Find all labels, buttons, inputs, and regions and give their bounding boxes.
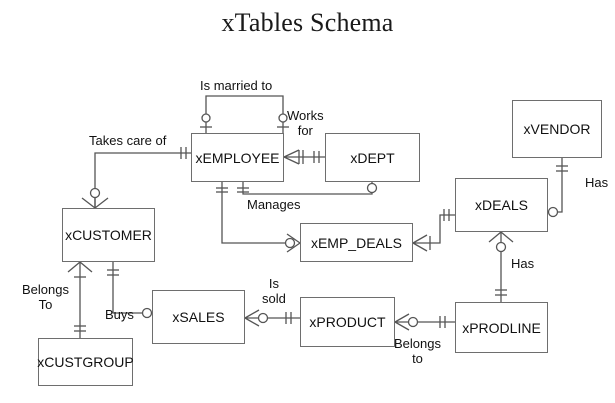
- entity-xvendor[interactable]: xVENDOR: [512, 100, 602, 158]
- line-takes-care-of: [81, 147, 191, 209]
- entity-label: xDEPT: [350, 149, 395, 166]
- line-manages: [237, 182, 378, 195]
- entity-xproduct[interactable]: xPRODUCT: [300, 297, 395, 347]
- line-has-deals-prodline: [488, 231, 514, 302]
- entity-xcustomer[interactable]: xCUSTOMER: [62, 208, 155, 262]
- entity-label: xVENDOR: [523, 121, 591, 137]
- entity-label: xEMPLOYEE: [195, 149, 280, 166]
- entity-label: xCUSTOMER: [65, 227, 152, 243]
- entity-xdeals[interactable]: xDEALS: [455, 178, 548, 232]
- entity-xemp-deals[interactable]: xEMP_DEALS: [300, 223, 413, 262]
- entity-label: xPRODUCT: [309, 314, 386, 330]
- entity-label: xSALES: [172, 309, 225, 325]
- rel-label-is-married-to: Is married to: [200, 78, 273, 93]
- rel-label-buys: Buys: [105, 307, 134, 322]
- line-belongs-to-prodline: [394, 313, 455, 331]
- line-is-married-to: [200, 95, 289, 133]
- rel-label-manages: Manages: [247, 197, 301, 212]
- entity-label: xEMP_DEALS: [310, 234, 403, 251]
- rel-label-takes-care-of: Takes care of: [89, 133, 167, 148]
- page-title: xTables Schema: [221, 8, 394, 37]
- entity-xprodline[interactable]: xPRODLINE: [455, 302, 548, 353]
- rel-label-has-deals-prodline: Has: [511, 256, 535, 271]
- entity-xcustgroup[interactable]: xCUSTGROUP: [37, 338, 134, 386]
- line-works-for: [283, 149, 325, 165]
- line-employee-emp-deals: [216, 182, 301, 253]
- entity-xdept[interactable]: xDEPT: [325, 133, 420, 182]
- entity-label: xDEALS: [475, 197, 528, 213]
- entity-label: xCUSTGROUP: [37, 354, 134, 370]
- entity-xemployee[interactable]: xEMPLOYEE: [191, 133, 284, 182]
- rel-label-has-vendor-deals: Has: [585, 175, 609, 190]
- entity-xsales[interactable]: xSALES: [152, 290, 245, 344]
- line-emp-deals-deals: [412, 209, 455, 252]
- entity-label: xPRODLINE: [462, 319, 541, 336]
- line-belongs-to-group: [67, 261, 93, 338]
- line-is-sold: [244, 309, 300, 327]
